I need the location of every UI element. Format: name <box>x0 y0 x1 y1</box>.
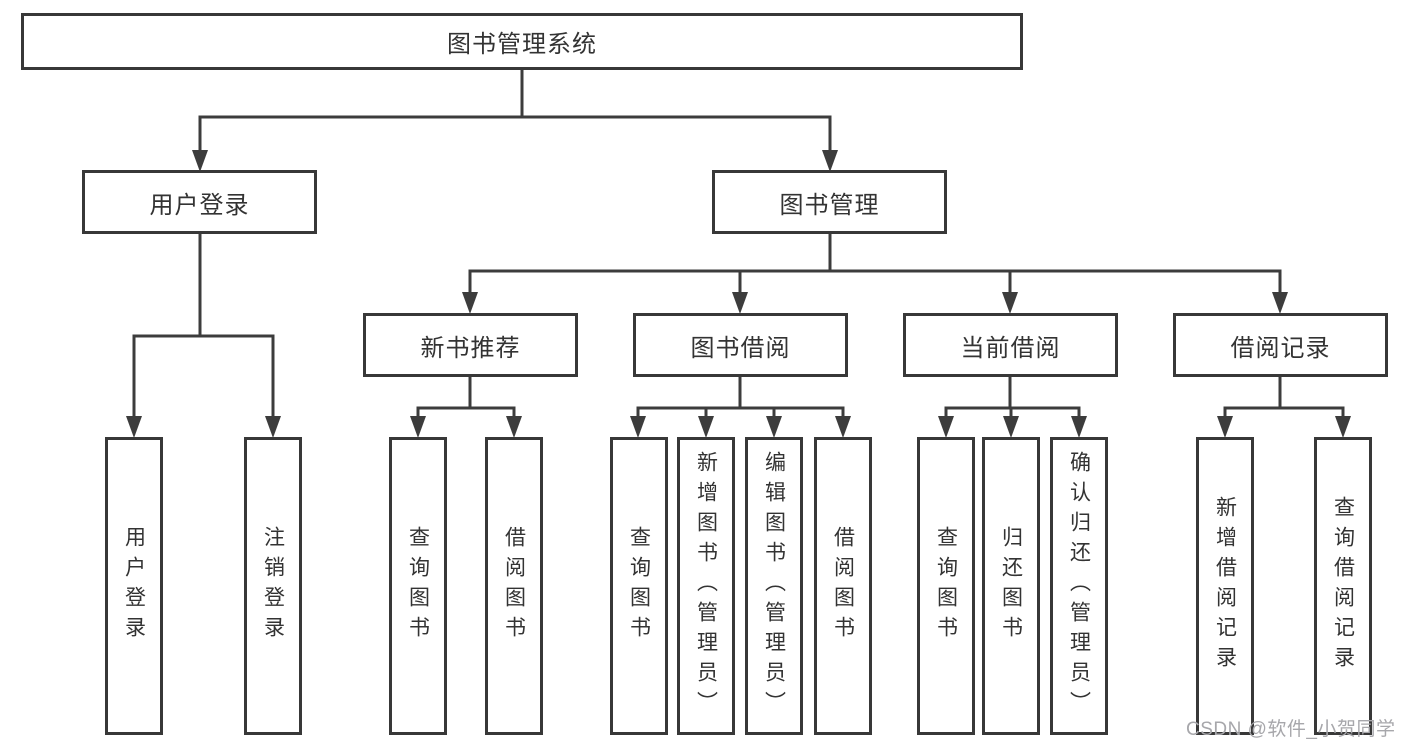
node-label: 查询图书 <box>406 526 430 646</box>
arrow-down-icon <box>630 416 646 438</box>
node-label: 图书管理 <box>779 191 880 219</box>
arrow-down-icon <box>506 416 522 438</box>
arrow-down-icon <box>766 416 782 438</box>
node-book-borrowing: 图书借阅 <box>633 313 848 377</box>
node-label: 新书推荐 <box>420 334 521 362</box>
node-label: 查询借阅记录 <box>1331 496 1355 676</box>
leaf-return-book: 归还图书 <box>982 437 1040 735</box>
node-label: 借阅图书 <box>831 526 855 646</box>
arrow-down-icon <box>732 292 748 314</box>
node-label: 图书管理系统 <box>447 31 597 58</box>
node-label: 查询图书 <box>934 526 958 646</box>
leaf-query-books-recommend: 查询图书 <box>389 437 447 735</box>
node-library-system: 图书管理系统 <box>21 13 1023 70</box>
node-borrowing-records: 借阅记录 <box>1173 313 1388 377</box>
arrow-down-icon <box>1217 416 1233 438</box>
node-label: 用户登录 <box>122 526 146 646</box>
arrow-down-icon <box>1003 416 1019 438</box>
watermark: CSDN @软件_小贺同学 <box>1186 719 1396 740</box>
arrow-down-icon <box>822 150 838 172</box>
arrow-down-icon <box>835 416 851 438</box>
arrow-down-icon <box>1272 292 1288 314</box>
arrow-down-icon <box>1071 416 1087 438</box>
node-current-borrowing: 当前借阅 <box>903 313 1118 377</box>
node-label: 借阅图书 <box>502 526 526 646</box>
arrow-down-icon <box>698 416 714 438</box>
arrowheads <box>126 150 1351 438</box>
leaf-logout: 注销登录 <box>244 437 302 735</box>
arrow-down-icon <box>938 416 954 438</box>
node-label: 新增借阅记录 <box>1213 496 1237 676</box>
node-label: 注销登录 <box>261 526 285 646</box>
node-label: 用户登录 <box>149 191 250 219</box>
leaf-confirm-return-admin: 确认归还（管理员） <box>1050 437 1108 735</box>
leaf-query-borrow-record: 查询借阅记录 <box>1314 437 1372 735</box>
node-user-login: 用户登录 <box>82 170 317 234</box>
node-label: 图书借阅 <box>690 334 791 362</box>
node-label: 确认归还（管理员） <box>1067 451 1091 721</box>
node-label: 归还图书 <box>999 526 1023 646</box>
arrow-down-icon <box>192 150 208 172</box>
leaf-add-book-admin: 新增图书（管理员） <box>677 437 735 735</box>
arrow-down-icon <box>1335 416 1351 438</box>
leaf-edit-book-admin: 编辑图书（管理员） <box>745 437 803 735</box>
leaf-borrow-books-recommend: 借阅图书 <box>485 437 543 735</box>
leaf-query-books-current: 查询图书 <box>917 437 975 735</box>
node-new-book-recommend: 新书推荐 <box>363 313 578 377</box>
node-label: 查询图书 <box>627 526 651 646</box>
node-label: 编辑图书（管理员） <box>762 451 786 721</box>
node-label: 借阅记录 <box>1230 334 1331 362</box>
leaf-add-borrow-record: 新增借阅记录 <box>1196 437 1254 735</box>
arrow-down-icon <box>410 416 426 438</box>
node-book-management: 图书管理 <box>712 170 947 234</box>
node-label: 当前借阅 <box>960 334 1061 362</box>
arrow-down-icon <box>265 416 281 438</box>
arrow-down-icon <box>126 416 142 438</box>
tree-edges <box>132 67 1345 420</box>
arrow-down-icon <box>462 292 478 314</box>
leaf-user-login: 用户登录 <box>105 437 163 735</box>
leaf-query-books-borrowing: 查询图书 <box>610 437 668 735</box>
node-label: 新增图书（管理员） <box>694 451 718 721</box>
leaf-borrow-books: 借阅图书 <box>814 437 872 735</box>
arrow-down-icon <box>1002 292 1018 314</box>
